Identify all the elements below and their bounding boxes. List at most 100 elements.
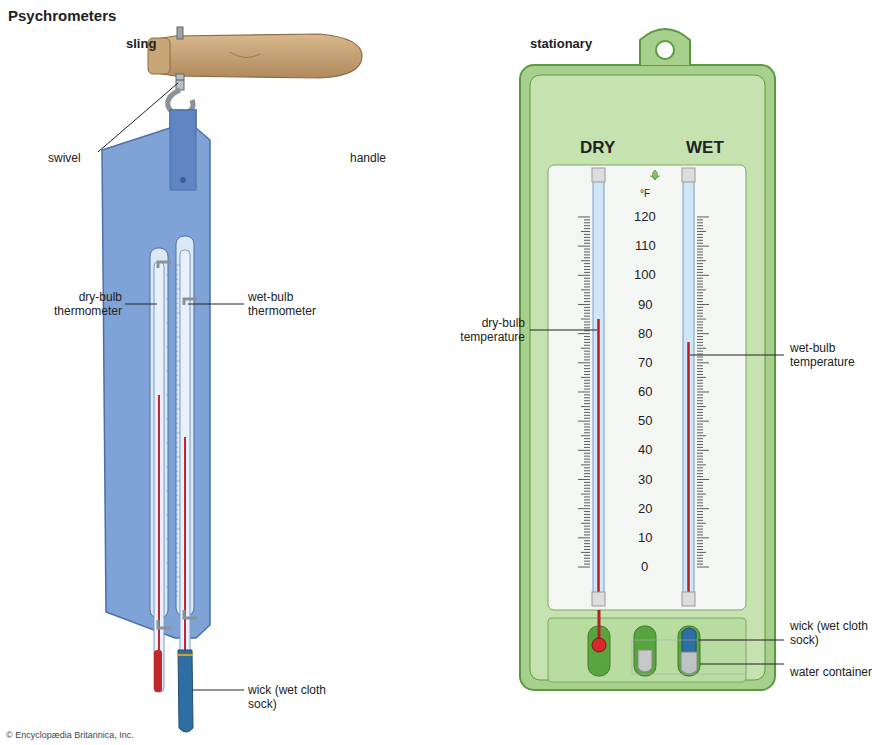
part-label: dry-bulb thermometer — [32, 290, 122, 318]
tick — [168, 447, 170, 448]
tick — [176, 279, 178, 280]
tick — [168, 548, 170, 549]
tick — [176, 572, 178, 573]
tick — [697, 333, 709, 334]
tick — [584, 284, 590, 285]
tick — [584, 342, 590, 343]
swivel-ring — [176, 80, 184, 81]
tick — [697, 496, 703, 497]
tick — [697, 345, 703, 346]
part-label: wick (wet cloth sock) — [248, 683, 348, 711]
tick — [584, 470, 590, 471]
tick — [168, 591, 170, 592]
tick — [578, 479, 590, 480]
tick — [168, 284, 170, 285]
tick — [584, 558, 590, 559]
tick — [168, 351, 170, 352]
tick — [584, 418, 590, 419]
rivet — [180, 177, 186, 183]
tick — [584, 397, 590, 398]
tick — [697, 508, 709, 509]
tick — [581, 435, 590, 436]
handle-body — [150, 34, 362, 78]
dry-tube — [593, 172, 604, 602]
tick — [697, 313, 703, 314]
tube-base — [682, 592, 695, 606]
tick — [697, 426, 703, 427]
tick — [697, 278, 703, 279]
tick — [176, 308, 178, 309]
scale-number: 30 — [638, 473, 652, 487]
wick-tie — [177, 654, 193, 656]
tick — [581, 231, 590, 232]
tick — [584, 365, 590, 366]
tick — [166, 395, 170, 396]
tick — [176, 423, 178, 424]
tick — [697, 555, 703, 556]
tick — [176, 461, 178, 462]
tick — [584, 453, 590, 454]
tick — [166, 539, 170, 540]
tick — [584, 298, 590, 299]
tick — [166, 467, 170, 468]
tube-base — [592, 592, 605, 606]
tick — [176, 418, 178, 419]
tick — [176, 596, 178, 597]
tick — [584, 534, 590, 535]
part-label: water container — [790, 665, 890, 679]
slot — [634, 626, 656, 676]
tick — [697, 543, 703, 544]
tick — [584, 266, 590, 267]
tick — [176, 293, 178, 294]
tick — [697, 356, 703, 357]
tick — [584, 543, 590, 544]
tick — [697, 444, 703, 445]
tick — [697, 394, 703, 395]
tick — [584, 502, 590, 503]
tick — [176, 509, 178, 510]
tick — [697, 342, 703, 343]
tick — [176, 533, 178, 534]
tick — [584, 456, 590, 457]
tick — [697, 438, 703, 439]
tick — [697, 537, 709, 538]
tick — [168, 385, 170, 386]
tick — [166, 371, 170, 372]
tick — [584, 254, 590, 255]
tick — [697, 263, 703, 264]
tick — [697, 421, 709, 422]
tick — [697, 447, 703, 448]
tick — [584, 356, 590, 357]
tick — [176, 404, 178, 405]
tick — [584, 351, 590, 352]
tick — [176, 313, 180, 314]
tick — [176, 370, 178, 371]
tick — [697, 403, 703, 404]
tick — [176, 428, 178, 429]
tick — [584, 564, 590, 565]
tick — [584, 415, 590, 416]
stationary-case — [520, 65, 775, 690]
tick — [584, 520, 590, 521]
tick — [176, 265, 180, 266]
tick — [584, 371, 590, 372]
tick — [697, 298, 703, 299]
tick — [697, 231, 706, 232]
tick — [584, 278, 590, 279]
tick — [584, 517, 590, 518]
tick — [697, 249, 703, 250]
tick — [697, 374, 703, 375]
tick — [578, 421, 590, 422]
tick — [584, 321, 590, 322]
tick — [166, 515, 170, 516]
red-column — [687, 342, 690, 600]
tick — [168, 452, 170, 453]
tick — [584, 324, 590, 325]
tick — [176, 519, 178, 520]
tick — [697, 389, 703, 390]
tick — [166, 347, 170, 348]
tick — [176, 380, 178, 381]
tick — [697, 257, 703, 258]
tick — [697, 228, 703, 229]
tick — [697, 429, 703, 430]
